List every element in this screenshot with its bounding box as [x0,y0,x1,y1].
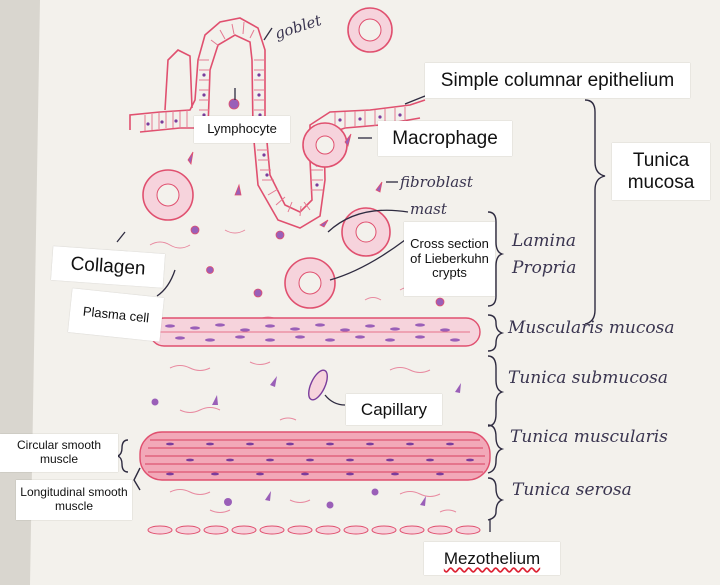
goblet-arrow [263,27,273,41]
mast-arrow [327,209,409,233]
mast-handwritten: mast [410,200,447,218]
serosa-bracket [487,477,505,521]
mezothelium-text: Mezothelium [443,548,541,568]
mezothelium-label: Mezothelium [424,542,560,575]
fibroblast-handwritten: fibroblast [400,173,473,191]
cross-section-arrow [329,239,406,281]
lymphocyte-label: Lymphocyte [194,116,290,143]
plasma-cell-arrow [156,269,176,297]
longitudinal-smooth-muscle-label: Longitudinal smooth muscle [16,480,132,520]
simple-columnar-epithelium-label: Simple columnar epithelium [425,63,690,98]
macrophage-label: Macrophage [378,121,512,156]
lamina-propria-cells [187,98,445,307]
tunica-muscularis-bracket [487,424,505,474]
tunica-mucosa-label: Tunica mucosa [612,143,710,200]
epithelium-arrow [404,95,426,105]
capillary-arrow [324,394,346,406]
tunica-mucosa-bracket [584,99,606,325]
mesothelium-row [147,525,481,535]
circular-smooth-muscle-label: Circular smooth muscle [0,434,118,472]
submucosa-bracket [487,355,505,427]
goblet-cell-crypt [347,7,393,53]
tunica-muscularis-handwritten: Tunica muscularis [510,427,668,447]
longitudinal-muscle-bracket [133,467,141,491]
muscularis-mucosa-handwritten: Muscularis mucosa [508,318,675,338]
tunica-submucosa-handwritten: Tunica submucosa [508,368,668,388]
collagen-arrow [116,231,126,243]
capillary-vessel [308,369,328,401]
plasma-cell-label: Plasma cell [67,288,165,342]
submucosa-layer [169,361,441,421]
tunica-muscularis-band [139,431,491,481]
capillary-label: Capillary [346,394,442,425]
muscularis-mucosa-bracket [487,314,505,352]
tunica-serosa-handwritten: Tunica serosa [512,480,632,500]
layer-brackets [116,99,606,521]
serosa-layer [169,488,457,513]
circular-muscle-bracket [116,439,129,473]
cross-section-label: Cross section of Lieberkuhn crypts [404,222,495,296]
annotation-arrows [116,27,491,532]
lamina-propria-handwritten: Lamina Propria [512,231,577,279]
lamina-propria-bracket [487,211,505,307]
muscularis-mucosa-band [149,317,481,347]
crypt-cross-sections [142,122,391,309]
